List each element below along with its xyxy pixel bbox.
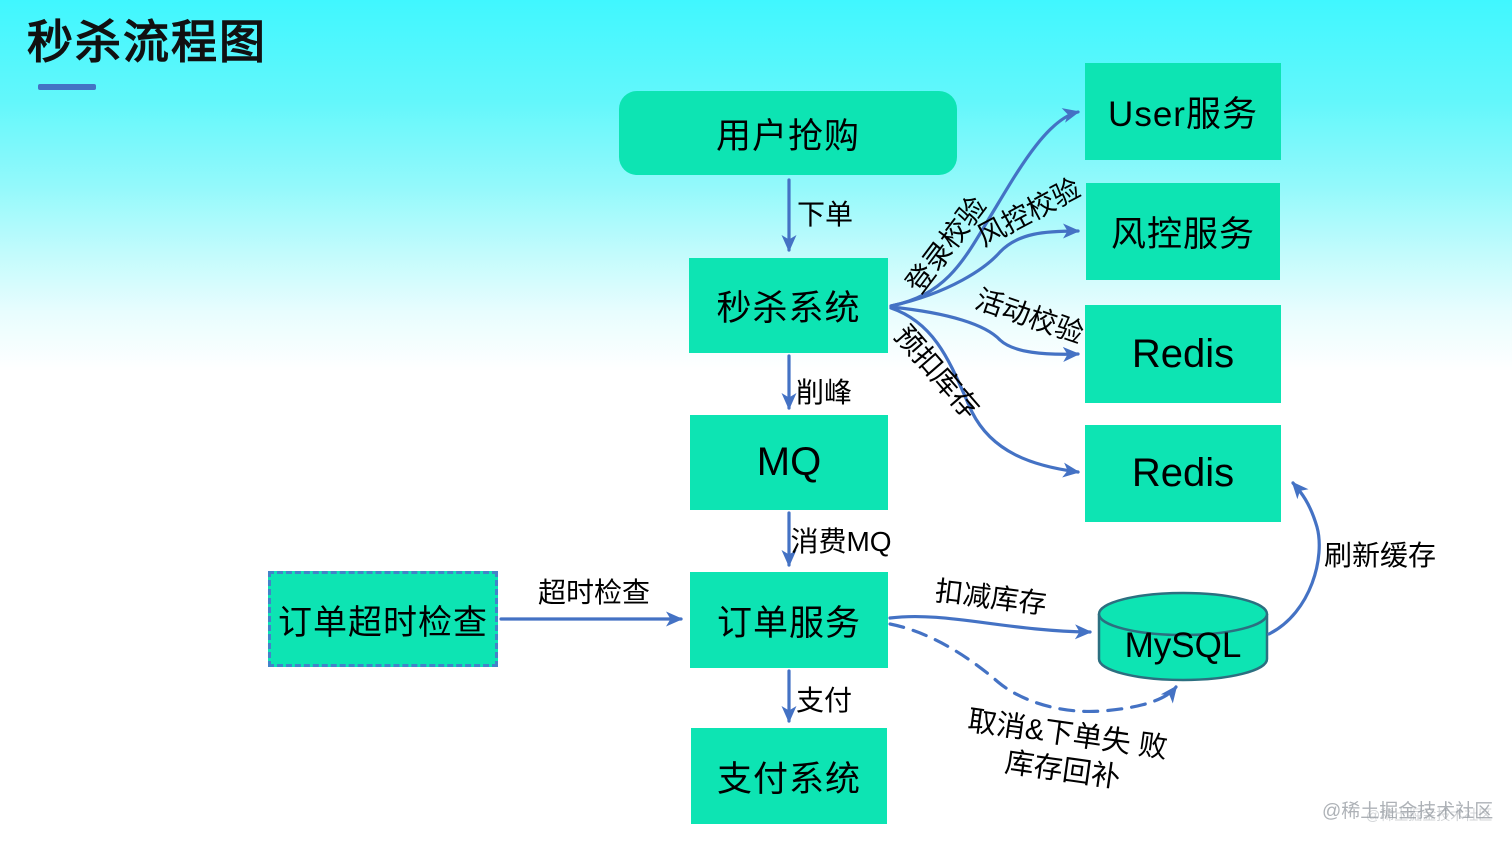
watermark-ghost-text: @稀土掘金技术社区 [1366, 807, 1493, 823]
edge-label-timeout-check: 超时检查 [537, 577, 651, 608]
edge-label-login-verify: 登录校验 [900, 190, 993, 299]
edge-label-pay: 支付 [795, 685, 853, 716]
node-order-timeout-check: 订单超时检查 [268, 571, 498, 667]
node-label: Redis [1131, 451, 1235, 495]
node-mq: MQ [690, 415, 888, 510]
node-user-service: User服务 [1085, 63, 1281, 160]
edge-label-risk-verify: 风控校验 [971, 172, 1086, 253]
node-label: MySQL [1124, 626, 1242, 665]
edge-label-deduct-stock: 扣减库存 [933, 575, 1049, 620]
title-underline [38, 84, 96, 90]
node-risk-service: 风控服务 [1086, 183, 1280, 280]
node-label: 订单超时检查 [278, 603, 488, 642]
edge-label-consume-mq: 消费MQ [790, 526, 892, 557]
node-label: Redis [1131, 331, 1235, 376]
watermark: @稀土掘金技术社区 @稀土掘金技术社区 [1322, 796, 1512, 830]
node-label: 订单服务 [716, 603, 861, 643]
edge-label-refresh-cache: 刷新缓存 [1323, 540, 1437, 571]
node-label: 秒杀系统 [716, 289, 861, 328]
node-user-purchase: 用户抢购 [619, 91, 957, 175]
edge-label-place-order: 下单 [796, 199, 854, 230]
node-mysql: MySQL [1125, 626, 1242, 666]
node-payment-system: 支付系统 [691, 728, 887, 824]
arrow-deduct-stock [888, 614, 1092, 640]
edge-label-cancel-refill: 取消&下单失 败库存回补 [965, 705, 1170, 795]
watermark-text: @稀土掘金技术社区 [1322, 801, 1494, 822]
edge-label-activity-verify: 活动校验 [971, 283, 1088, 350]
node-seckill-system: 秒杀系统 [689, 258, 888, 353]
node-label: User服务 [1108, 95, 1258, 134]
node-label: 风控服务 [1110, 215, 1255, 254]
node-label: 用户抢购 [715, 116, 860, 156]
node-label: MQ [756, 440, 822, 484]
node-redis-stock: Redis [1085, 425, 1281, 522]
node-redis-activity: Redis [1085, 305, 1281, 403]
page-title: 秒杀流程图 [27, 16, 267, 68]
edge-label-peak-shaving: 削峰 [795, 377, 853, 408]
node-order-service: 订单服务 [690, 572, 888, 668]
edge-label-pre-deduct-stock: 预扣库存 [888, 319, 986, 425]
node-label: 支付系统 [716, 759, 861, 799]
